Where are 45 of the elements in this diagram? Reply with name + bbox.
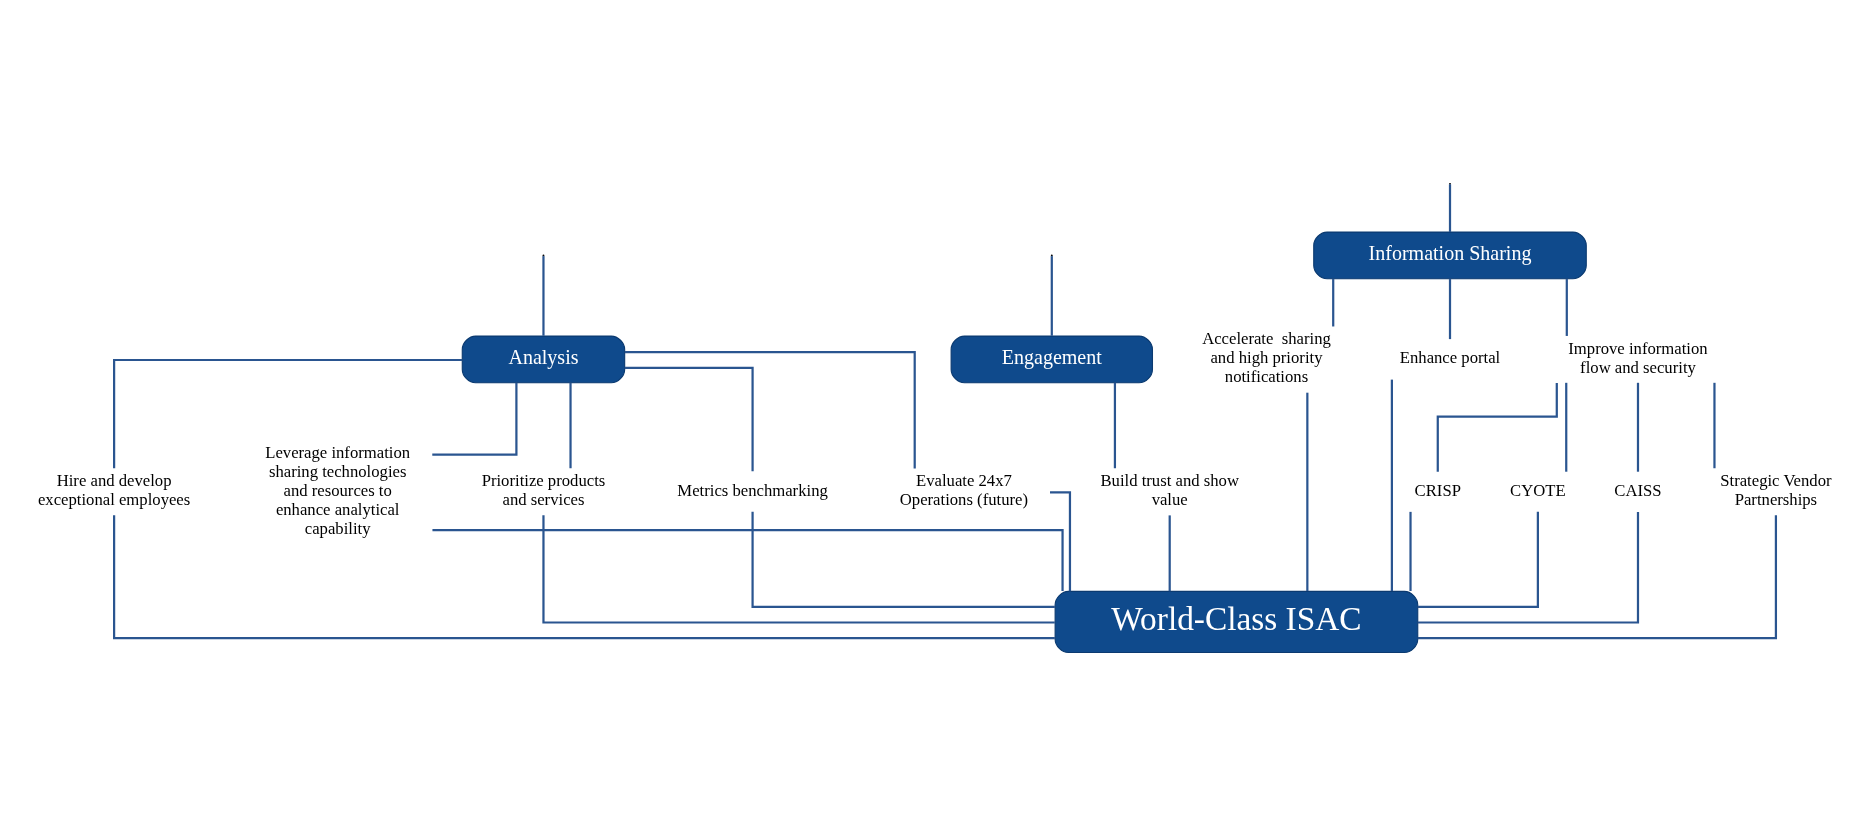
- connector: [541, 256, 545, 336]
- node-box: Engagement: [950, 335, 1153, 384]
- connector: [1390, 379, 1393, 592]
- node-box: Information Sharing: [1312, 231, 1587, 280]
- node-box: Analysis: [461, 335, 625, 384]
- connector: [1636, 382, 1639, 472]
- connector: [112, 358, 462, 469]
- connector: [541, 515, 1055, 624]
- node-text: Evaluate 24x7 Operations (future): [899, 471, 1028, 510]
- connector: [431, 382, 517, 456]
- node-box: World-Class ISAC: [1054, 590, 1418, 654]
- connector: [1565, 279, 1568, 336]
- node-text: Hire and develop exceptional employees: [37, 471, 190, 510]
- node-text: CAISS: [1613, 480, 1662, 500]
- node-text: Improve information flow and security: [1567, 338, 1708, 377]
- node-text: Leverage information sharing technologies and resources to enhance analytical capability: [264, 442, 410, 538]
- connector: [1113, 382, 1116, 469]
- connector: [1448, 279, 1451, 340]
- connector: [1417, 515, 1777, 640]
- node-text: Metrics benchmarking: [676, 480, 828, 500]
- connector: [1049, 491, 1071, 592]
- connector: [624, 351, 916, 469]
- connector: [1168, 515, 1171, 592]
- connector: [1408, 511, 1412, 591]
- connector: [1712, 382, 1716, 469]
- connector: [1305, 392, 1308, 591]
- node-text: Prioritize products and services: [481, 471, 605, 510]
- connector: [1417, 511, 1539, 609]
- connector: [568, 382, 572, 469]
- connector: [624, 366, 754, 472]
- connector: [1331, 279, 1334, 327]
- node-text: Enhance portal: [1399, 348, 1500, 368]
- connector: [750, 511, 1055, 609]
- connector: [1050, 256, 1053, 336]
- node-text: Accelerate sharing and high priority notifications: [1201, 329, 1331, 387]
- connector: [1448, 184, 1451, 232]
- connector: [1564, 382, 1567, 472]
- connector: [112, 515, 1055, 640]
- node-text: Build trust and show value: [1099, 471, 1239, 510]
- node-text: CYOTE: [1509, 480, 1566, 500]
- connector: [1436, 383, 1558, 472]
- node-text: CRISP: [1414, 480, 1461, 500]
- connector: [1417, 511, 1639, 624]
- node-text: Strategic Vendor Partnerships: [1719, 471, 1832, 510]
- connector: [431, 529, 1064, 591]
